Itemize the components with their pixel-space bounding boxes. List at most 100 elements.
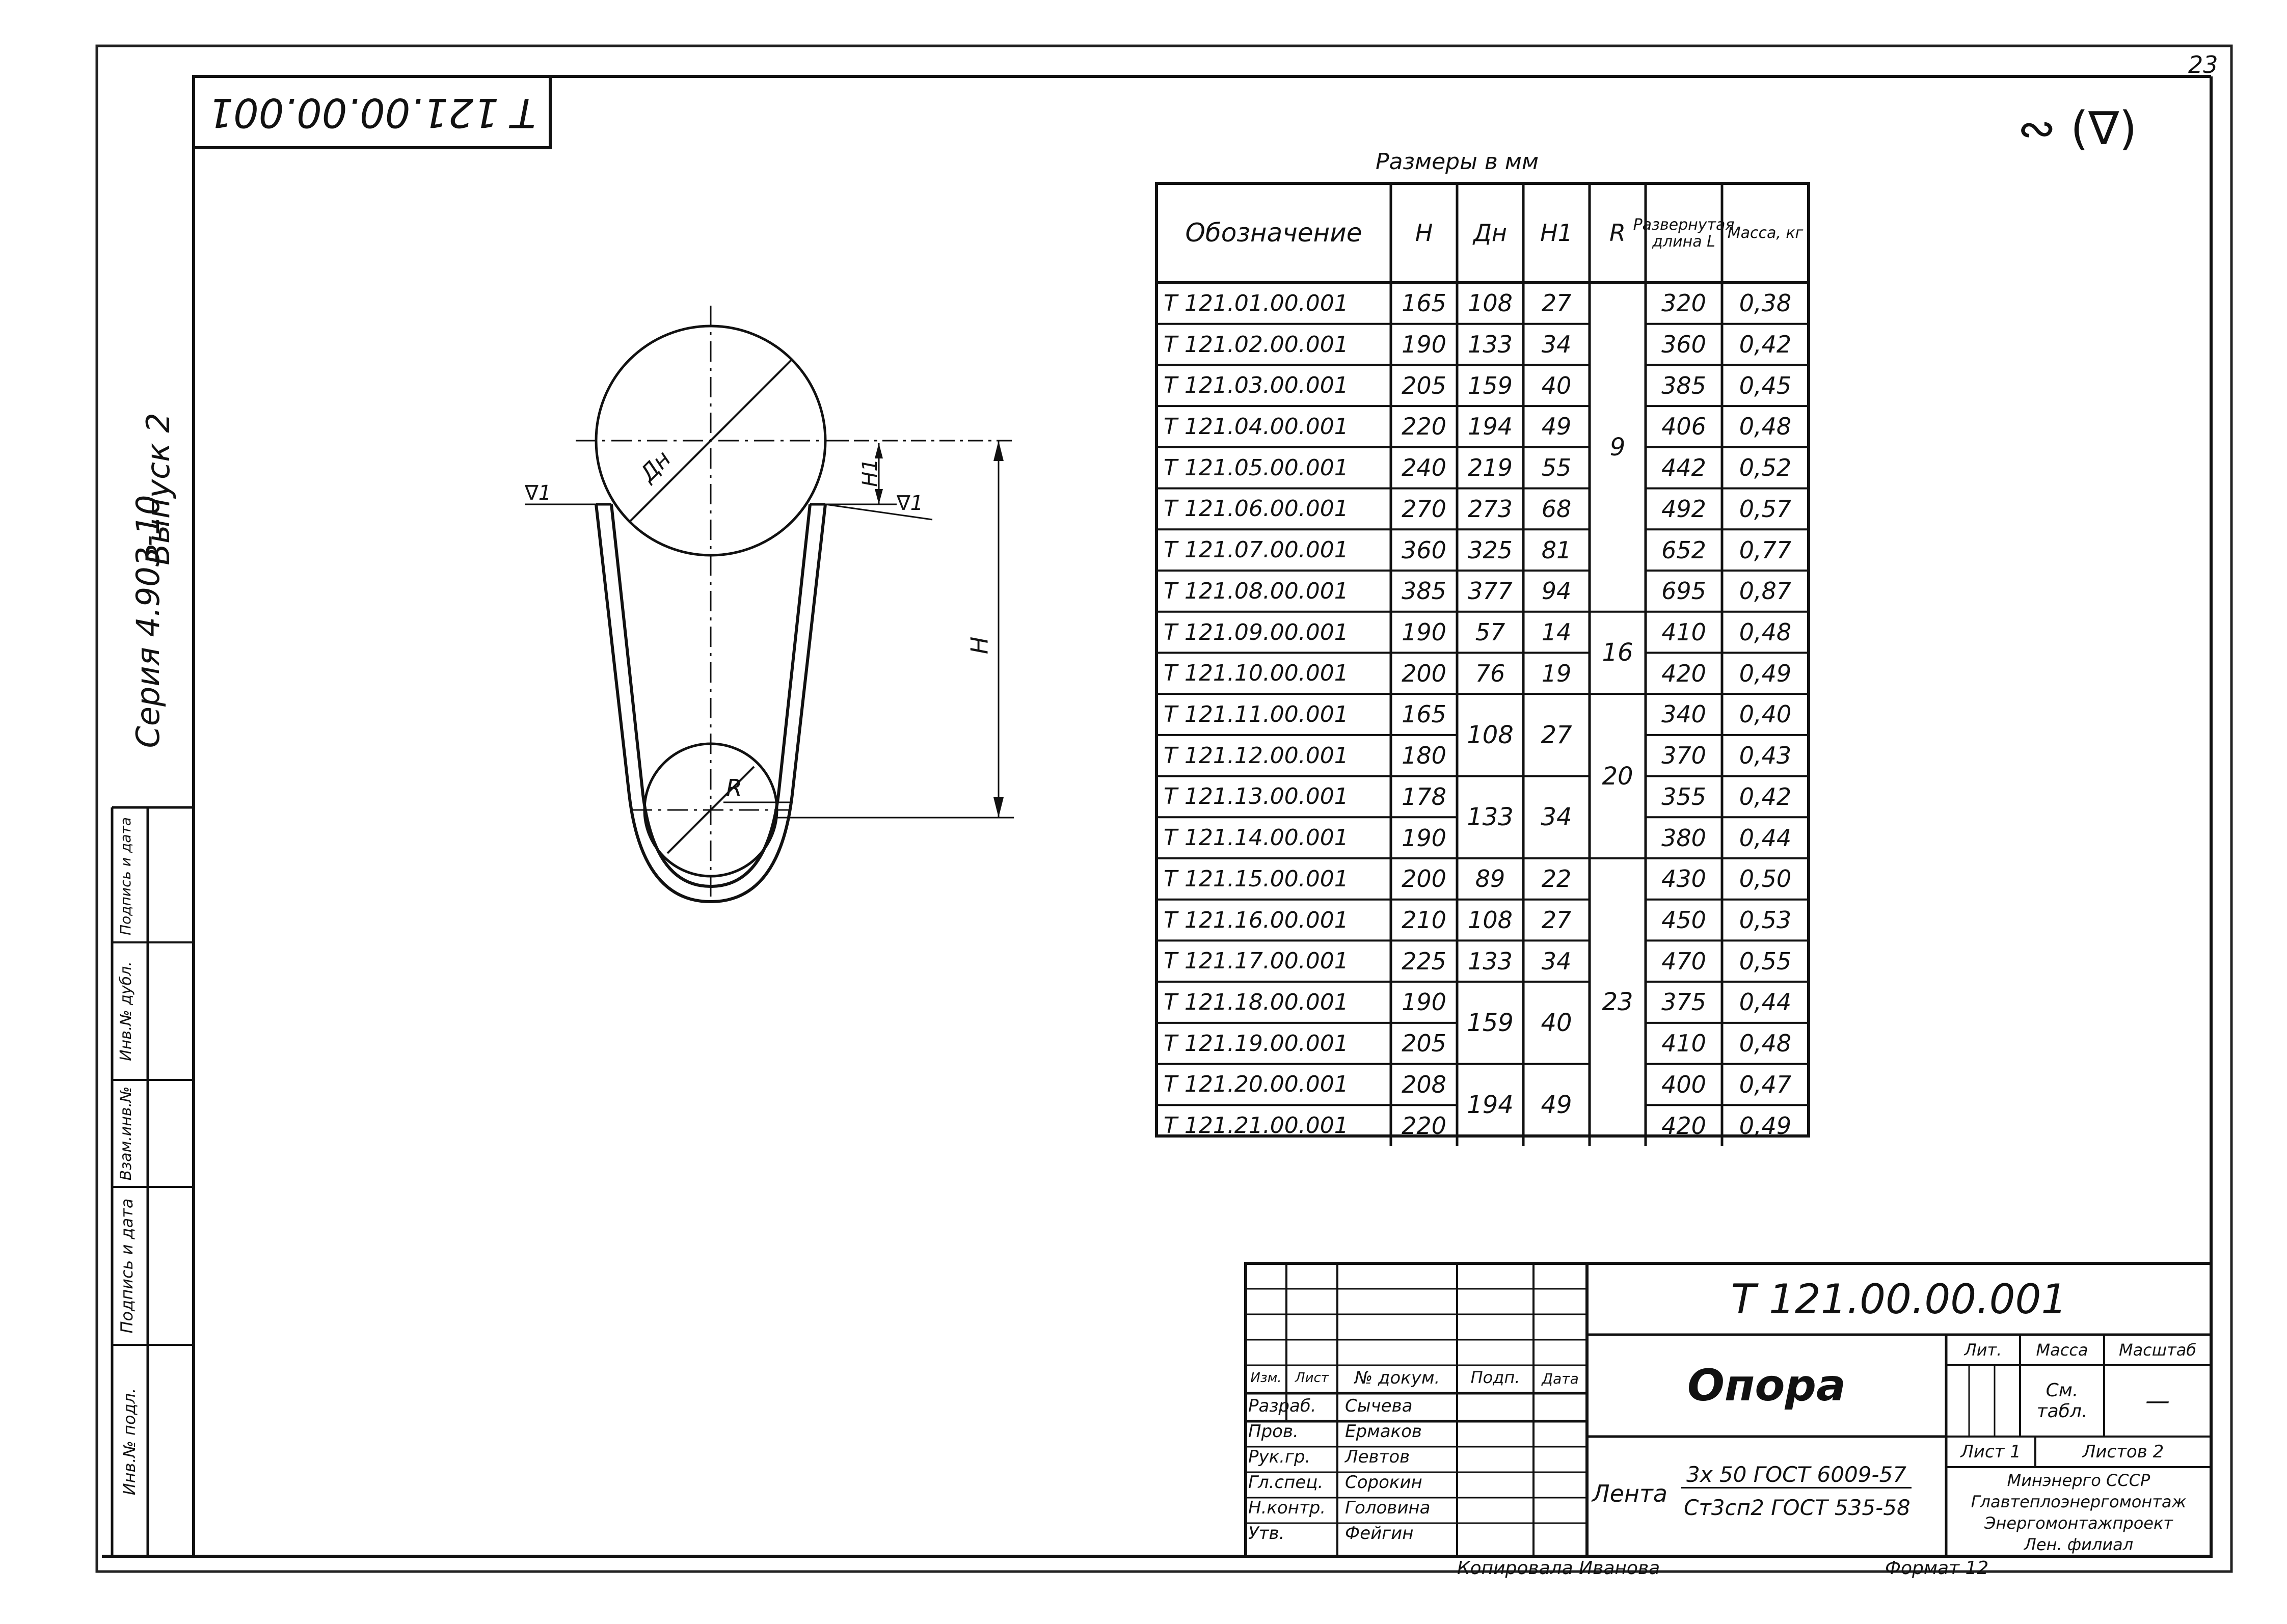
- table-cell-designation: Т 121.19.00.001: [1164, 1030, 1349, 1057]
- header-h1: Н1: [1540, 219, 1573, 247]
- table-cell-l: 340: [1661, 700, 1706, 728]
- support-drawing: [525, 306, 1014, 904]
- table-cell-h: 190: [1402, 331, 1446, 359]
- table-cell-l: 695: [1661, 577, 1706, 605]
- table-cell-h1: 40: [1541, 371, 1572, 399]
- strap-inner: [610, 504, 812, 888]
- table-cell-h: 220: [1402, 1112, 1446, 1140]
- table-cell-h: 240: [1402, 454, 1446, 482]
- side-stamp-sign-date-1: Подпись и дата: [117, 1198, 137, 1334]
- staff-name: Фейгин: [1345, 1523, 1414, 1544]
- title-block-grid: [1244, 1262, 2213, 1558]
- table-cell-h1: 34: [1541, 947, 1572, 975]
- table-cell-h: 220: [1402, 413, 1446, 441]
- table-cell-l: 470: [1661, 947, 1706, 975]
- table-cell-mass: 0,47: [1739, 1070, 1792, 1098]
- table-cell-l: 420: [1661, 1112, 1706, 1140]
- side-stamp-inv-orig: Инв.№ подл.: [120, 1388, 139, 1496]
- table-cell-mass: 0,43: [1739, 742, 1792, 770]
- table-cell-designation: Т 121.11.00.001: [1164, 701, 1349, 727]
- table-cell-dn: 273: [1468, 495, 1513, 523]
- table-cell-designation: Т 121.15.00.001: [1164, 865, 1349, 892]
- material-prefix: Лента: [1592, 1480, 1667, 1507]
- table-cell-mass: 0,77: [1739, 536, 1792, 564]
- table-cell-l: 410: [1661, 618, 1706, 646]
- table-cell-h1: 22: [1541, 865, 1572, 893]
- table-cell-h1: 55: [1541, 454, 1572, 482]
- table-cell-h: 190: [1402, 824, 1446, 852]
- table-cell-mass: 0,44: [1739, 988, 1792, 1016]
- table-merged-cell-r: 20: [1602, 762, 1633, 791]
- table-cell-designation: Т 121.17.00.001: [1164, 948, 1349, 975]
- staff-role: Утв.: [1248, 1523, 1285, 1544]
- col-header-sign: Подп.: [1470, 1368, 1520, 1387]
- table-cell-dn: 159: [1468, 371, 1513, 399]
- col-header-list: Лист: [1295, 1370, 1329, 1386]
- table-cell-dn: 194: [1468, 413, 1513, 441]
- table-cell-h1: 68: [1541, 495, 1572, 523]
- table-cell-h: 205: [1402, 371, 1446, 399]
- rotated-designation: Т 121.00.00.001: [208, 89, 536, 135]
- table-cell-mass: 0,48: [1739, 618, 1792, 646]
- table-caption: Размеры в мм: [1376, 149, 1539, 175]
- table-cell-mass: 0,45: [1739, 371, 1792, 399]
- col-header-doc: № докум.: [1354, 1368, 1440, 1388]
- table-cell-l: 385: [1661, 371, 1706, 399]
- table-cell-h1: 94: [1541, 577, 1572, 605]
- table-cell-dn: 89: [1475, 865, 1505, 893]
- sheet-number: 23: [2188, 51, 2218, 78]
- table-cell-h1: 49: [1541, 413, 1572, 441]
- table-cell-h: 205: [1402, 1030, 1446, 1058]
- label-r: R: [726, 774, 742, 802]
- table-merged-cell-r: 16: [1602, 638, 1633, 667]
- table-cell-designation: Т 121.18.00.001: [1164, 989, 1349, 1015]
- header-r: R: [1609, 219, 1626, 247]
- table-merged-cell-r: 23: [1602, 988, 1633, 1017]
- table-cell-h: 225: [1402, 947, 1446, 975]
- table-cell-designation: Т 121.05.00.001: [1164, 454, 1349, 481]
- staff-name: Сорокин: [1345, 1472, 1422, 1493]
- table-cell-h: 190: [1402, 988, 1446, 1016]
- roughness-right-icon: ∇1: [897, 492, 924, 515]
- organization-block: Минэнерго СССР Главтеплоэнергомонтаж Эне…: [1946, 1470, 2211, 1555]
- table-cell-mass: 0,48: [1739, 1030, 1792, 1058]
- table-cell-mass: 0,49: [1739, 1112, 1792, 1140]
- table-cell-dn: 108: [1468, 906, 1513, 934]
- table-cell-h1: 19: [1541, 659, 1572, 687]
- staff-role: Гл.спец.: [1248, 1472, 1324, 1493]
- label-h1: Н1: [858, 458, 882, 487]
- table-cell-mass: 0,55: [1739, 947, 1792, 975]
- roughness-left-icon: ∇1: [525, 481, 552, 505]
- table-cell-designation: Т 121.03.00.001: [1164, 372, 1349, 399]
- table-merged-cell-h1: 40: [1541, 1008, 1572, 1037]
- table-cell-dn: 133: [1468, 947, 1513, 975]
- table-cell-designation: Т 121.20.00.001: [1164, 1071, 1349, 1098]
- sheet-border: [95, 44, 2233, 1573]
- part-name: Опора: [1687, 1360, 1846, 1411]
- sheets-label: Листов 2: [2082, 1442, 2164, 1462]
- table-cell-l: 320: [1661, 289, 1706, 317]
- header-h: Н: [1415, 219, 1433, 247]
- table-cell-h: 385: [1402, 577, 1446, 605]
- table-cell-dn: 377: [1468, 577, 1513, 605]
- table-cell-mass: 0,42: [1739, 782, 1792, 810]
- table-cell-designation: Т 121.21.00.001: [1164, 1113, 1349, 1139]
- table-cell-h1: 27: [1541, 289, 1572, 317]
- table-merged-cell-h1: 34: [1541, 803, 1572, 832]
- table-cell-mass: 0,57: [1739, 495, 1792, 523]
- org-line: Главтеплоэнергомонтаж: [1971, 1492, 2187, 1511]
- table-cell-dn: 325: [1468, 536, 1513, 564]
- title-designation: Т 121.00.00.001: [1731, 1275, 2067, 1323]
- table-cell-designation: Т 121.06.00.001: [1164, 496, 1349, 522]
- table-cell-designation: Т 121.08.00.001: [1164, 578, 1349, 604]
- table-cell-mass: 0,53: [1739, 906, 1792, 934]
- staff-role: Н.контр.: [1248, 1498, 1326, 1518]
- table-merged-cell-h1: 49: [1541, 1091, 1572, 1120]
- org-line: Лен. филиал: [2024, 1535, 2134, 1554]
- table-cell-mass: 0,87: [1739, 577, 1792, 605]
- table-merged-cell-dn: 108: [1467, 720, 1514, 749]
- table-cell-h1: 14: [1541, 618, 1572, 646]
- table-cell-designation: Т 121.12.00.001: [1164, 742, 1349, 769]
- strap-outer: [595, 504, 827, 904]
